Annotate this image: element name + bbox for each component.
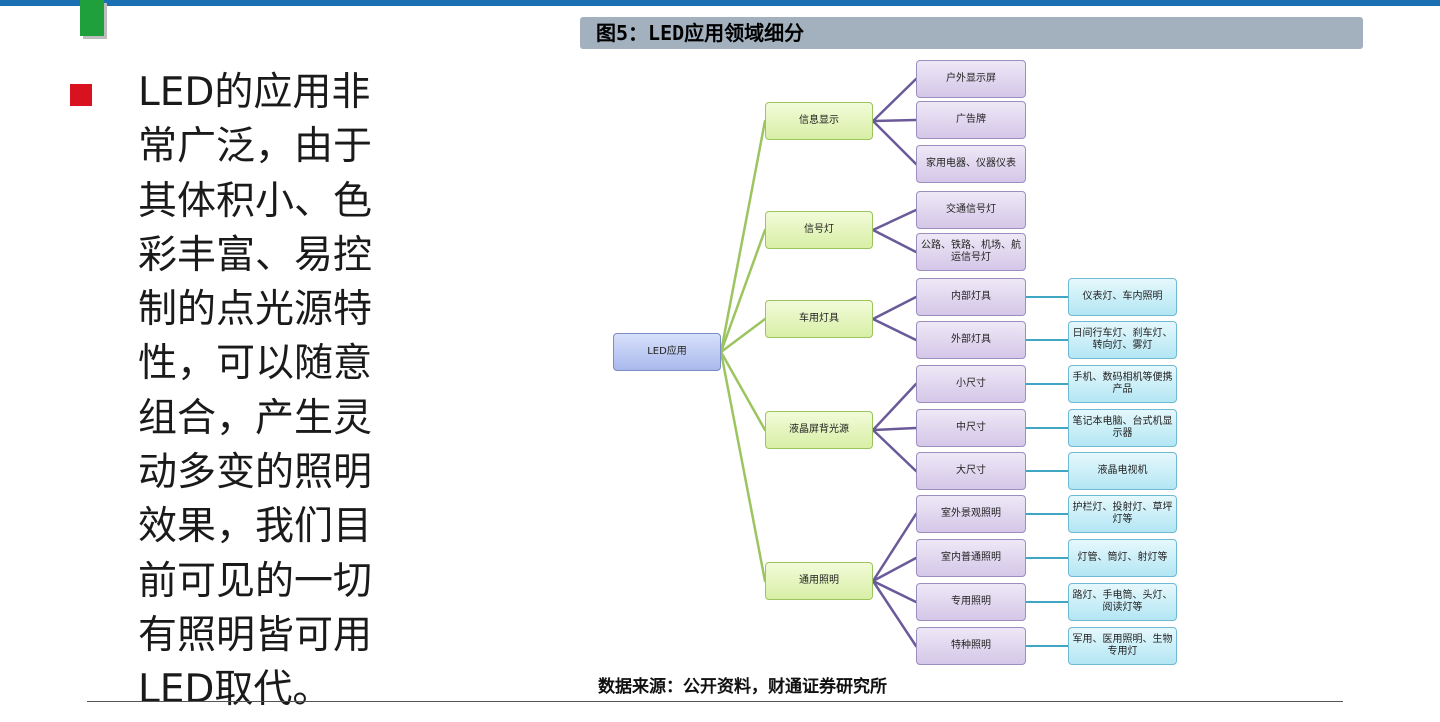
edge-root-to-branch (719, 119, 767, 354)
edge-branch-to-category (871, 579, 918, 604)
bottom-divider (87, 701, 1343, 702)
application-node: 手机、数码相机等便携产品 (1068, 365, 1177, 403)
corner-accent-block (80, 0, 104, 36)
edge-branch-to-category (871, 119, 918, 166)
application-node: 仪表灯、车内照明 (1068, 278, 1177, 316)
edge-branch-to-category (871, 382, 918, 432)
category-node: 中尺寸 (916, 409, 1026, 447)
edge-branch-to-category (871, 208, 918, 232)
edge-root-to-branch (719, 228, 767, 354)
category-node: 小尺寸 (916, 365, 1026, 403)
category-node: 内部灯具 (916, 278, 1026, 316)
category-node: 家用电器、仪器仪表 (916, 145, 1026, 183)
category-node: 广告牌 (916, 101, 1026, 139)
category-node: 外部灯具 (916, 321, 1026, 359)
edge-root-to-branch (719, 350, 767, 583)
edge-branch-to-category (871, 512, 918, 583)
root-node: LED应用 (613, 333, 721, 371)
category-node: 户外显示屏 (916, 60, 1026, 98)
application-node: 笔记本电脑、台式机显示器 (1068, 409, 1177, 447)
application-node: 日间行车灯、刹车灯、转向灯、雾灯 (1068, 321, 1177, 359)
edge-branch-to-category (871, 556, 918, 583)
branch-node: 通用照明 (765, 562, 873, 600)
edge-root-to-branch (719, 317, 767, 354)
top-accent-bar (0, 0, 1440, 6)
edge-branch-to-category (871, 228, 918, 254)
edge-branch-to-category (871, 118, 918, 123)
category-node: 交通信号灯 (916, 191, 1026, 229)
branch-node: 信息显示 (765, 102, 873, 140)
bullet-square (70, 84, 92, 106)
application-node: 路灯、手电筒、头灯、阅读灯等 (1068, 583, 1177, 621)
application-node: 军用、医用照明、生物专用灯 (1068, 627, 1177, 665)
figure-source: 数据来源：公开资料，财通证券研究所 (598, 677, 887, 697)
figure-title: 图5：LED应用领域细分 (580, 17, 1363, 49)
branch-node: 信号灯 (765, 211, 873, 249)
edge-root-to-branch (719, 350, 767, 432)
edge-branch-to-category (871, 77, 918, 123)
category-node: 大尺寸 (916, 452, 1026, 490)
branch-node: 车用灯具 (765, 300, 873, 338)
application-node: 灯管、筒灯、射灯等 (1068, 539, 1177, 577)
category-node: 公路、铁路、机场、航运信号灯 (916, 233, 1026, 271)
edge-branch-to-category (871, 428, 918, 473)
edge-branch-to-category (871, 295, 918, 321)
edge-branch-to-category (871, 317, 918, 342)
application-node: 液晶电视机 (1068, 452, 1177, 490)
category-node: 特种照明 (916, 627, 1026, 665)
category-node: 室外景观照明 (916, 495, 1026, 533)
category-node: 专用照明 (916, 583, 1026, 621)
application-node: 护栏灯、投射灯、草坪灯等 (1068, 495, 1177, 533)
branch-node: 液晶屏背光源 (765, 411, 873, 449)
category-node: 室内普通照明 (916, 539, 1026, 577)
body-paragraph: LED的应用非常广泛，由于其体积小、色彩丰富、易控制的点光源特性，可以随意组合，… (138, 70, 373, 713)
edge-branch-to-category (871, 579, 918, 648)
edge-branch-to-category (871, 426, 918, 432)
